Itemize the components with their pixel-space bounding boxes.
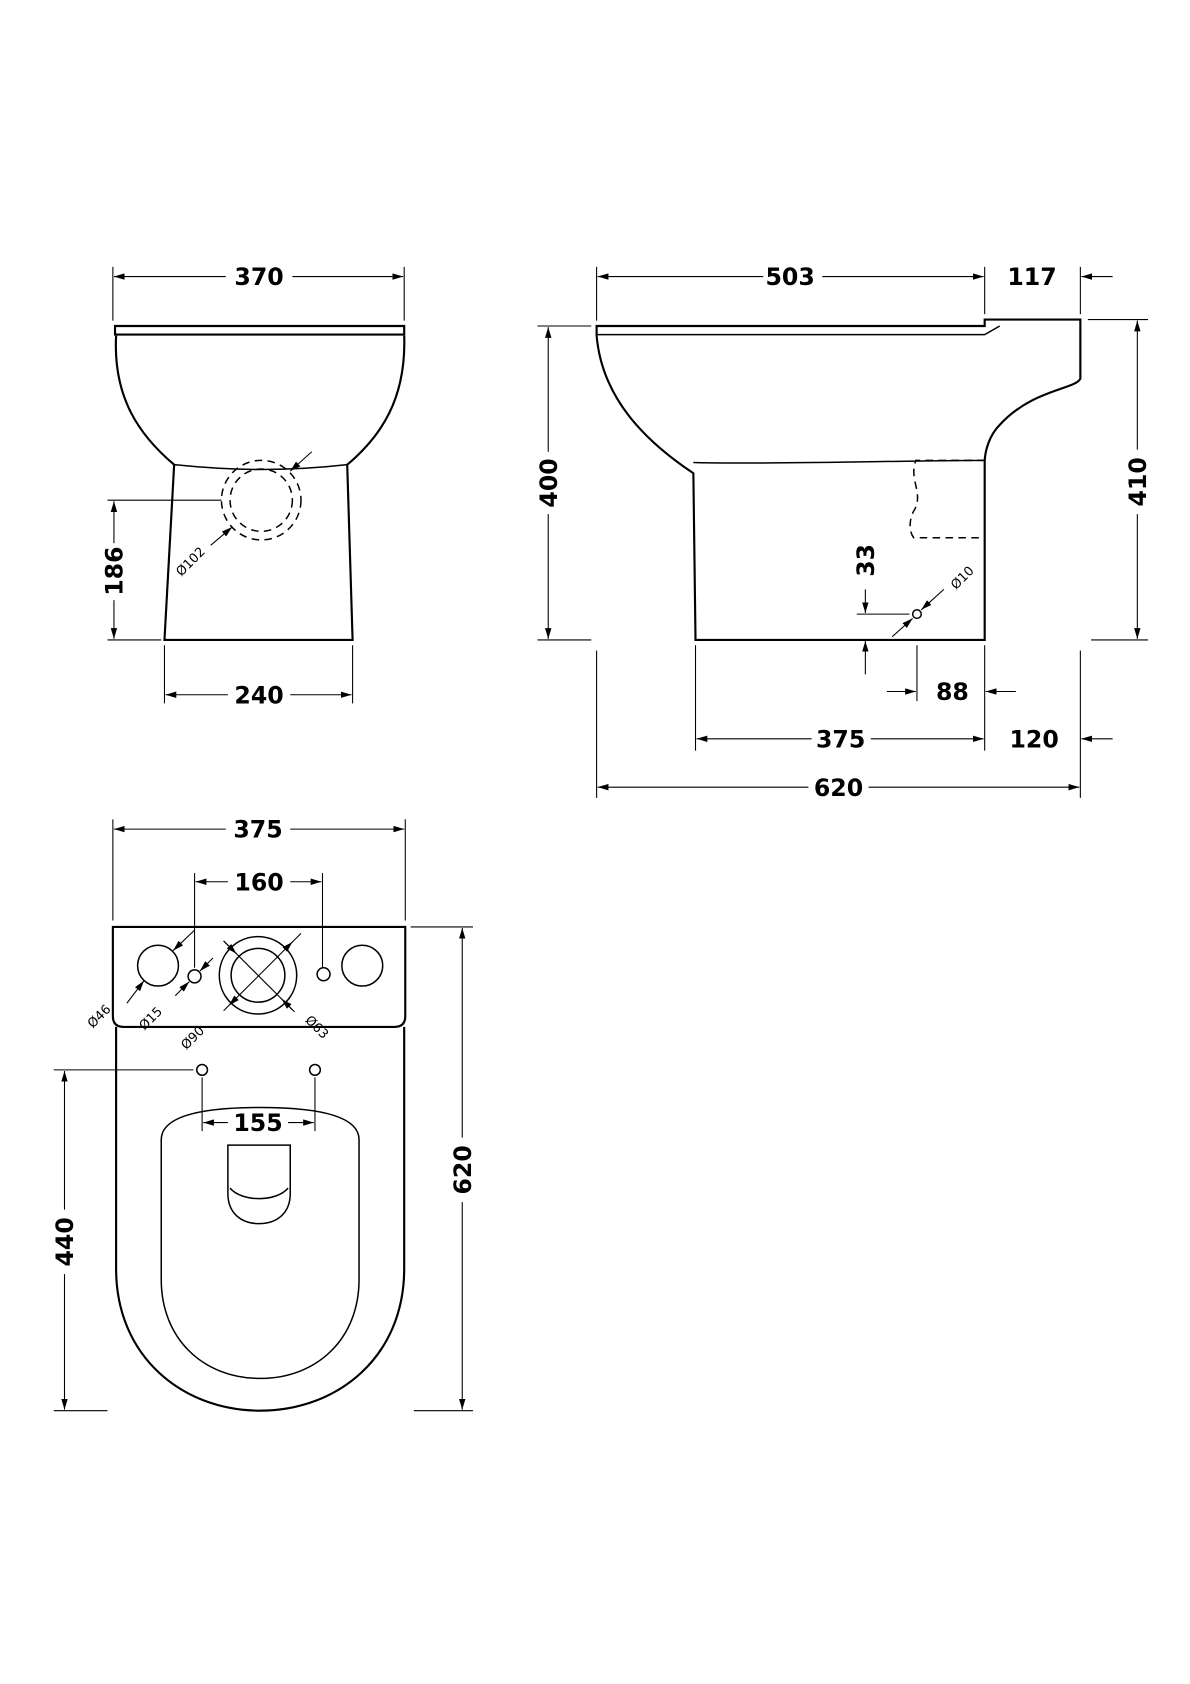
dim-bowl-height: 400: [535, 458, 563, 507]
dim-hole-spacing: 160: [234, 868, 283, 896]
dim-fixing-to-front: 440: [51, 1217, 79, 1266]
dim-cistern-depth: 117: [1007, 263, 1056, 291]
dim-inlet-offset: 88: [936, 678, 969, 706]
dim-seat-fixing: 155: [233, 1109, 282, 1137]
dim-outlet-height: 186: [101, 546, 129, 595]
dim-dia-90: Ø90: [178, 1024, 207, 1053]
dim-rear-offset: 120: [1009, 725, 1058, 753]
dim-base-width: 240: [234, 681, 283, 709]
dim-plan-length: 620: [449, 1145, 477, 1194]
plan-view: 375 160 Ø46 Ø15 Ø63 Ø90 155 440 6: [51, 816, 477, 1412]
dim-bowl-length: 503: [765, 263, 814, 291]
side-view: 503 117 400 410 33 Ø10 88 375 120: [535, 263, 1152, 802]
dim-plan-width: 375: [233, 816, 282, 844]
dim-inlet-height: 33: [852, 544, 880, 577]
dim-total-height: 410: [1124, 457, 1152, 506]
front-view: 370 186 Ø102 240: [101, 263, 406, 709]
dim-outlet-dia: Ø102: [173, 545, 208, 580]
dim-total-length-side: 620: [814, 774, 863, 802]
dim-front-width: 370: [234, 263, 283, 291]
dim-inlet-dia: Ø10: [948, 564, 977, 593]
dim-base-length: 375: [816, 725, 865, 753]
dim-dia-15: Ø15: [137, 1004, 166, 1033]
dim-dia-63: Ø63: [302, 1013, 331, 1042]
dim-dia-46: Ø46: [85, 1002, 114, 1031]
